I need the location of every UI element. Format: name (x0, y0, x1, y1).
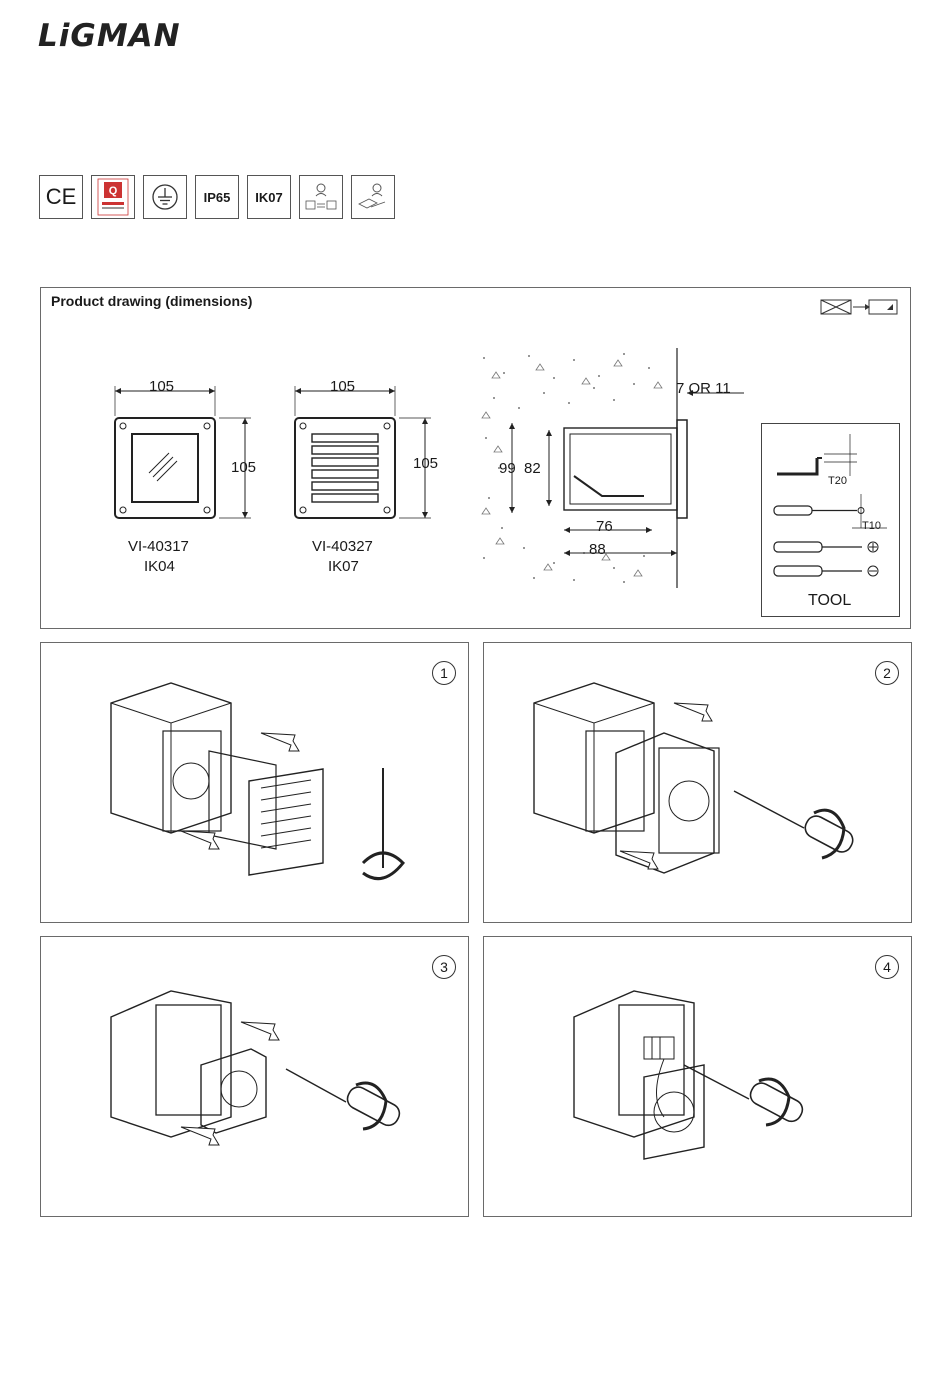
model-a-height: 105 (231, 459, 256, 476)
ip65-badge: IP65 (195, 175, 239, 219)
step-number-3: 3 (432, 955, 456, 979)
panel-title: Product drawing (dimensions) (51, 293, 252, 309)
brand-logo: LiGMAN (38, 18, 181, 54)
step-panel-1: 1 (40, 642, 469, 923)
step-panel-2: 2 (483, 642, 912, 923)
tool-box: T20 T10 TOOL (761, 423, 900, 617)
model-b-width: 105 (330, 378, 355, 395)
tool-title: TOOL (808, 592, 851, 610)
earth-ground-icon (143, 175, 187, 219)
ik07-badge: IK07 (247, 175, 291, 219)
model-b-height: 105 (413, 455, 438, 472)
model-b-code: VI-40327 (312, 538, 373, 555)
model-a-width: 105 (149, 378, 174, 395)
ce-mark-icon: CE (39, 175, 83, 219)
tool-icons (762, 424, 900, 589)
quality-seal-icon: Q (91, 175, 135, 219)
step-2-illustration (524, 673, 884, 913)
svg-text:Q: Q (109, 185, 118, 197)
tool-t10-label: T10 (862, 520, 881, 532)
section-depth-outer: 88 (589, 541, 606, 558)
step-number-4: 4 (875, 955, 899, 979)
step-panel-3: 3 (40, 936, 469, 1217)
replace-lamp-icon (351, 175, 395, 219)
step-panel-4: 4 (483, 936, 912, 1217)
section-outer-height: 99 (499, 460, 516, 477)
model-a-code: VI-40317 (128, 538, 189, 555)
tool-t20-label: T20 (828, 475, 847, 487)
model-a-drawing (101, 376, 291, 526)
step-3-illustration (101, 977, 441, 1197)
model-b-ik: IK07 (328, 558, 359, 575)
model-a-ik: IK04 (144, 558, 175, 575)
step-1-illustration (101, 673, 441, 913)
section-depth-inner: 76 (596, 518, 613, 535)
model-b-drawing (281, 376, 471, 526)
mounting-type-icon (819, 296, 899, 318)
section-protrusion: 7 OR 11 (676, 380, 731, 397)
product-drawing-panel: Product drawing (dimensions) 105 105 VI-… (40, 287, 911, 629)
installer-replace-icon (299, 175, 343, 219)
step-4-illustration (564, 977, 894, 1197)
section-inner-height: 82 (524, 460, 541, 477)
